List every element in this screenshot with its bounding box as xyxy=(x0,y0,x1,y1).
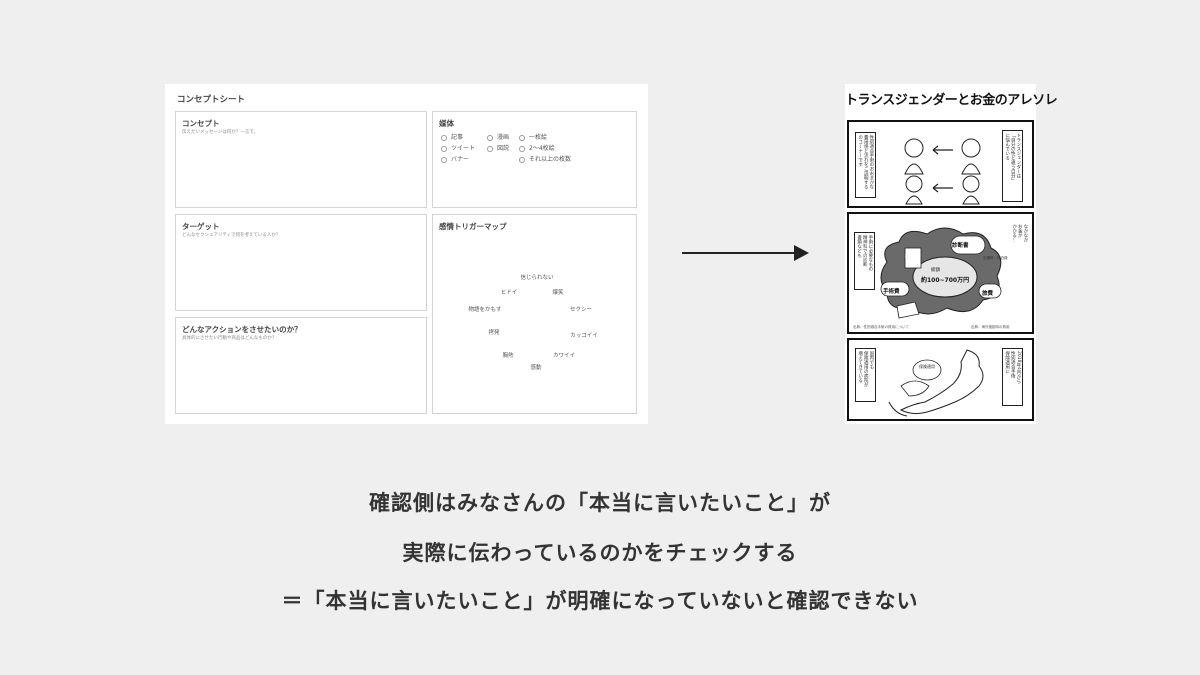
target-title: ターゲット xyxy=(182,222,220,231)
action-sub: 具体的にさせたい行動や商品はどんなものか？ xyxy=(182,336,277,341)
panel2-caption-left: 出典：性別適合手術の費用について xyxy=(853,325,909,329)
action-title: どんなアクションをさせたいのか？ xyxy=(182,325,302,334)
media-option: 2～4枚絵 xyxy=(519,143,555,152)
transport-label: 交通費・宿泊費 xyxy=(983,256,1008,260)
panel2-caption-right: 出典：海外渡航時の費用 xyxy=(971,325,1010,329)
emotion-label: セクシー xyxy=(569,307,593,313)
emotion-label: ヒドイ xyxy=(500,290,518,296)
media-option: 記事 xyxy=(441,132,463,141)
message-line-1: 確認側はみなさんの「本当に言いたいこと」が xyxy=(369,491,831,515)
media-option: 図説 xyxy=(487,143,509,152)
emotion-label: 爆笑 xyxy=(552,290,564,296)
emotion-label: 胸熱 xyxy=(502,353,514,359)
surgery-fee-label: 手術費 xyxy=(883,289,900,295)
manga-title: トランスジェンダーとお金のアレソレ xyxy=(845,93,1058,108)
emotion-label: 拷発 xyxy=(488,330,500,336)
panel2-text-left: 手術に必要なもの精神科での診断書類なども xyxy=(854,232,875,290)
emotion-label: カッコイイ xyxy=(570,333,598,339)
insurance-label: 保険適用 xyxy=(919,364,935,369)
radio-icon xyxy=(441,134,447,141)
japan-map-illustration xyxy=(888,349,984,417)
action-cell: どんなアクションをさせたいのか？ 具体的にさせたい行動や商品はどんなものか？ xyxy=(175,317,427,414)
media-option: 漫画 xyxy=(487,132,509,141)
concept-sheet-image: コンセプトシート コンセプト 伝えたいメッセージは何か？一言で。 媒体 記事 ツ… xyxy=(165,84,648,424)
panel1-text-right: トランスジェンダーは「自分の性と違う自分」に悩んでいる xyxy=(1002,130,1023,202)
media-title: 媒体 xyxy=(439,119,454,128)
concept-title: コンセプト xyxy=(182,119,220,128)
characters-illustration xyxy=(904,138,981,205)
radio-icon xyxy=(441,156,447,163)
radio-icon xyxy=(519,145,525,152)
manga-panel-2: 手術に必要なもの精神科での診断書類なども 診断書 手術費 旅費 交通費・宿泊費 … xyxy=(847,212,1034,334)
manga-panel-1: 性別適合手術のおおまかな費用感と流れをご説明するのコーナーです トランスジェンダ… xyxy=(847,120,1034,208)
concept-sheet-title: コンセプトシート xyxy=(177,95,246,105)
media-cell: 媒体 記事 ツイート バナー 漫画 図説 一枚絵 2～4枚絵 それ以上の枚数 xyxy=(432,111,637,208)
target-sub: どんなセクシュアリティで何を考えている人か？ xyxy=(182,233,281,238)
concept-sub: 伝えたいメッセージは何か？一言で。 xyxy=(182,130,259,135)
message-line-2: 実際に伝わっているのかをチェックする xyxy=(402,541,798,565)
media-option: バナー xyxy=(441,154,469,163)
emotion-label: 物語をかもす xyxy=(468,307,502,313)
arrow-line xyxy=(682,252,796,254)
manga-image: トランスジェンダーとお金のアレソレ 性別適合手術のおおまかな費用感と流れをご説明… xyxy=(845,84,1058,424)
panel3-text-left: 国内でも保険適用の病院が増えてきている xyxy=(855,348,876,402)
panel1-text-left: 性別適合手術のおおまかな費用感と流れをご説明するのコーナーです xyxy=(855,132,876,198)
media-option: ツイート xyxy=(441,143,475,152)
trigger-map-title: 感情トリガーマップ xyxy=(439,222,507,231)
radio-icon xyxy=(519,134,525,141)
emotion-label: 感動 xyxy=(530,365,542,371)
cost-cloud-illustration xyxy=(880,227,1002,319)
target-cell: ターゲット どんなセクシュアリティで何を考えている人か？ xyxy=(175,214,427,311)
message-line-3: ＝「本当に言いたいこと」が明確になっていないと確認できない xyxy=(281,589,919,613)
panel3-text-right: 2018年4月から性別適合手術保険適用に xyxy=(1002,348,1023,406)
panel2-text-right: なかなかお金がかかる… xyxy=(1011,224,1028,242)
consult-fee-label: 診察代 xyxy=(905,254,916,258)
arrow-right-icon xyxy=(794,245,809,261)
radio-icon xyxy=(487,134,493,141)
media-option: それ以上の枚数 xyxy=(519,154,571,163)
media-option: 一枚絵 xyxy=(519,132,547,141)
radio-icon xyxy=(487,145,493,152)
concept-cell: コンセプト 伝えたいメッセージは何か？一言で。 xyxy=(175,111,427,208)
total-value: 約100~700万円 xyxy=(921,277,970,284)
manga-panel-3: 国内でも保険適用の病院が増えてきている 保険適用 2018年4月から性別適合手術… xyxy=(847,338,1034,421)
travel-fee-label: 旅費 xyxy=(982,291,994,297)
emotion-label: 信じられない xyxy=(520,275,554,281)
total-label: 総額 xyxy=(931,268,940,273)
diagnosis-label: 診断書 xyxy=(952,243,969,249)
trigger-map-cell: 感情トリガーマップ 信じられない ヒドイ 爆笑 物語をかもす セクシー 拷発 カ… xyxy=(432,214,637,414)
radio-icon xyxy=(519,156,525,163)
radio-icon xyxy=(441,145,447,152)
emotion-label: カワイイ xyxy=(552,353,576,359)
